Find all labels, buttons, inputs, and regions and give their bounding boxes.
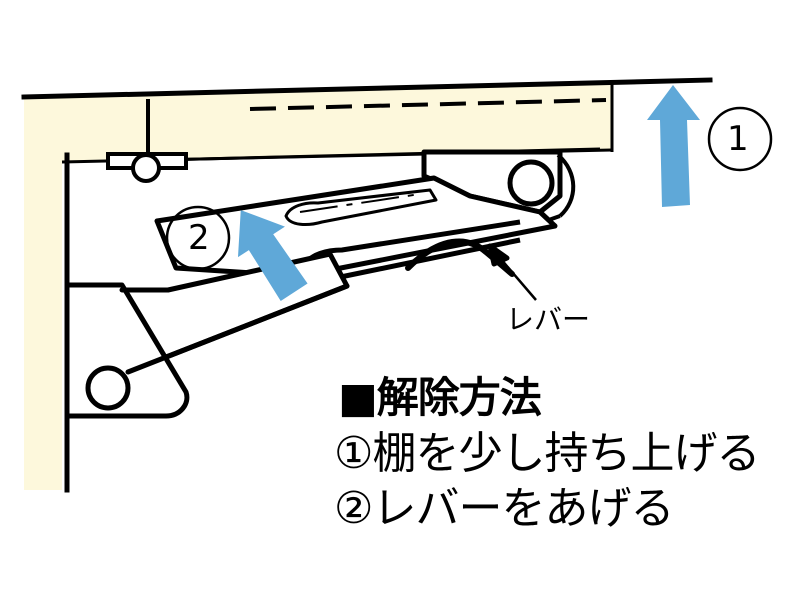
lower-bracket — [64, 282, 190, 419]
arrow-1-up — [647, 85, 700, 207]
bracket-head — [421, 149, 576, 224]
lever-leader-line — [487, 243, 537, 301]
lower-pivot — [85, 365, 131, 411]
lever-callout-label: レバー — [506, 303, 591, 336]
heading-bullet: ■ — [338, 373, 378, 422]
marker-2 — [165, 205, 231, 271]
shelf-hidden-line — [249, 98, 607, 111]
upper-pivot — [507, 159, 555, 207]
heading-text: 解除方法 — [376, 373, 542, 422]
arrow-2-up-left — [237, 210, 308, 301]
wall-panel — [24, 96, 62, 490]
marker-1 — [707, 106, 773, 172]
marker-1-number: 1 — [727, 119, 749, 159]
shelf-hinge-pin — [131, 153, 161, 183]
marker-2-number: 2 — [188, 218, 210, 258]
lever-leader-arrowhead — [487, 243, 510, 267]
shelf-hinge — [106, 152, 188, 183]
step-item-2: ②レバーをあげる — [334, 483, 674, 534]
page-title: ■解除方法 — [338, 377, 542, 419]
lever-scallop — [405, 238, 515, 277]
shelf-board-outline — [21, 77, 713, 100]
lower-link-arm-edge — [119, 283, 350, 375]
step-item-1: ①棚を少し持ち上げる — [334, 428, 760, 479]
